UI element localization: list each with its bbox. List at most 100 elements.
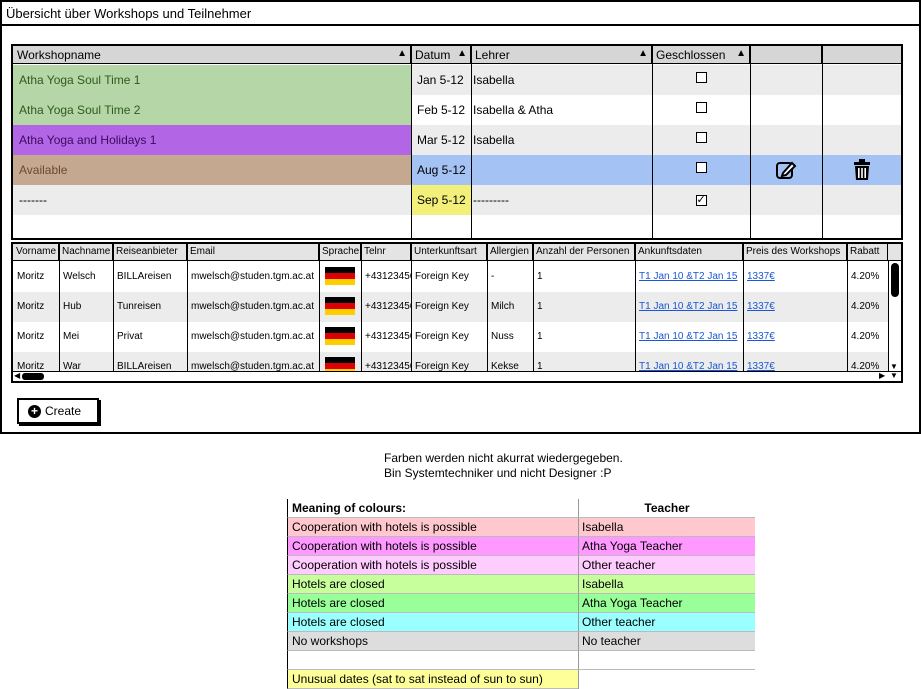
- sort-icon[interactable]: ▲: [397, 48, 407, 59]
- header-datum-label: Datum: [415, 48, 451, 62]
- scroll-left-arrow-icon[interactable]: ◀: [14, 371, 21, 380]
- participant-header-cell[interactable]: Unterkunftsart: [411, 244, 487, 261]
- participant-tel-text: +43123456: [365, 331, 411, 342]
- sort-icon[interactable]: ▲: [457, 48, 467, 59]
- workshop-date-cell[interactable]: Feb 5-12: [417, 103, 466, 117]
- workshop-name-cell[interactable]: -------: [19, 193, 47, 207]
- delete-button[interactable]: [822, 155, 901, 185]
- workshop-date-cell[interactable]: Mar 5-12: [417, 133, 466, 147]
- workshop-row[interactable]: ------- Sep 5-12--------- ✓: [13, 185, 901, 215]
- workshop-row[interactable]: Available Aug 5-12: [13, 155, 901, 185]
- participant-arrival-text[interactable]: T1 Jan 10 &T2 Jan 15: [639, 331, 738, 342]
- participant-price-cell[interactable]: 1337€: [743, 262, 847, 292]
- participant-header-cell[interactable]: Sprache: [319, 244, 361, 261]
- workshop-row[interactable]: Atha Yoga Soul Time 2 Feb 5-12 Isabella & …: [13, 95, 901, 125]
- unchecked-checkbox[interactable]: [695, 72, 707, 83]
- workshop-closed-cell: [652, 95, 750, 125]
- vertical-scroll-thumb[interactable]: [891, 263, 899, 297]
- participant-allergy-cell: Kekse: [487, 352, 533, 381]
- header-workshopname[interactable]: Workshopname ▲: [13, 46, 411, 63]
- participant-price-text[interactable]: 1337€: [747, 361, 775, 372]
- participant-email-cell: mwelsch@studen.tgm.ac.at: [187, 352, 319, 381]
- workshop-name-cell[interactable]: Atha Yoga Soul Time 2: [13, 95, 411, 125]
- header-lehrer[interactable]: Lehrer ▲: [471, 46, 652, 63]
- participant-header-cell[interactable]: Rabatt: [847, 244, 888, 261]
- participant-accom-cell: Foreign Key: [411, 292, 487, 322]
- scroll-down-arrow-icon[interactable]: ▼: [890, 371, 898, 380]
- workshop-teacher-cell[interactable]: [471, 155, 652, 185]
- participant-header-cell[interactable]: Allergien: [487, 244, 533, 261]
- workshop-name-cell[interactable]: Atha Yoga and Holidays 1: [13, 125, 411, 155]
- participant-header-cell[interactable]: Preis des Workshops: [743, 244, 847, 261]
- participant-header-cell[interactable]: Vorname: [13, 244, 59, 261]
- workshop-name-cell[interactable]: Available: [13, 155, 411, 185]
- participant-arrival-text[interactable]: T1 Jan 10 &T2 Jan 15: [639, 361, 738, 372]
- header-geschlossen[interactable]: Geschlossen ▲: [652, 46, 750, 63]
- participant-allergy-text: -: [491, 271, 495, 282]
- header-datum[interactable]: Datum ▲: [411, 46, 471, 63]
- participant-arrival-cell[interactable]: T1 Jan 10 &T2 Jan 15: [635, 292, 743, 322]
- participant-tel-cell: +43123456: [361, 262, 411, 292]
- horizontal-scrollbar[interactable]: ◀ ▶ ▼: [13, 371, 901, 381]
- participant-header-cell[interactable]: Email: [187, 244, 319, 261]
- workshop-teacher-cell[interactable]: Isabella: [473, 133, 515, 147]
- participant-discount-text: 4.20%: [851, 271, 880, 282]
- participant-header-cell[interactable]: Nachname: [59, 244, 113, 261]
- workshop-teacher-cell[interactable]: ---------: [473, 193, 509, 207]
- participant-header-cell[interactable]: Anzahl der Personen: [533, 244, 635, 261]
- participant-price-cell[interactable]: 1337€: [743, 352, 847, 381]
- participant-arrival-cell[interactable]: T1 Jan 10 &T2 Jan 15: [635, 352, 743, 381]
- participant-provider-cell: BILLAreisen: [113, 262, 187, 292]
- participant-price-text[interactable]: 1337€: [747, 331, 775, 342]
- participant-arrival-cell[interactable]: T1 Jan 10 &T2 Jan 15: [635, 262, 743, 292]
- checked-checkbox[interactable]: ✓: [695, 194, 707, 206]
- participant-arrival-text[interactable]: T1 Jan 10 &T2 Jan 15: [639, 271, 738, 282]
- german-flag-icon: [325, 327, 355, 345]
- workshop-date-cell[interactable]: Jan 5-12: [417, 73, 464, 87]
- unchecked-checkbox[interactable]: [695, 132, 707, 143]
- participant-discount-cell: 4.20%: [847, 322, 888, 352]
- legend-meaning-cell: Hotels are closed: [287, 575, 578, 594]
- create-button[interactable]: + Create: [17, 398, 99, 424]
- legend-meaning-cell: [287, 651, 578, 670]
- participant-last-cell: Welsch: [59, 262, 113, 292]
- participant-persons-text: 1: [537, 331, 543, 342]
- unchecked-checkbox[interactable]: [695, 102, 707, 113]
- workshop-date-cell[interactable]: Aug 5-12: [417, 163, 466, 177]
- horizontal-scroll-thumb[interactable]: [22, 373, 44, 380]
- workshop-row[interactable]: Atha Yoga Soul Time 1 Jan 5-12 Isabella: [13, 65, 901, 95]
- participant-arrival-cell[interactable]: T1 Jan 10 &T2 Jan 15: [635, 322, 743, 352]
- scroll-down-arrow-icon[interactable]: ▼: [890, 362, 898, 371]
- participant-header-cell[interactable]: Telnr: [361, 244, 411, 261]
- participant-accom-text: Foreign Key: [415, 271, 469, 282]
- participant-last-cell: Mei: [59, 322, 113, 352]
- participant-price-cell[interactable]: 1337€: [743, 322, 847, 352]
- sort-icon[interactable]: ▲: [736, 48, 746, 59]
- workshop-teacher-cell[interactable]: Isabella: [473, 73, 515, 87]
- workshop-teacher-cell[interactable]: Isabella & Atha: [473, 103, 554, 117]
- participant-header-cell[interactable]: Ankunftsdaten: [635, 244, 743, 261]
- edit-button[interactable]: [750, 155, 822, 185]
- participant-persons-cell: 1: [533, 262, 635, 292]
- unchecked-checkbox[interactable]: [695, 162, 707, 173]
- participant-arrival-text[interactable]: T1 Jan 10 &T2 Jan 15: [639, 301, 738, 312]
- workshop-name-cell[interactable]: Atha Yoga Soul Time 1: [13, 65, 411, 95]
- participant-price-text[interactable]: 1337€: [747, 301, 775, 312]
- participant-last-text: Hub: [63, 301, 82, 312]
- workshop-table: Workshopname ▲ Datum ▲ Lehrer ▲ Geschlos…: [11, 44, 903, 240]
- participant-price-text[interactable]: 1337€: [747, 271, 775, 282]
- german-flag-icon: [325, 297, 355, 315]
- workshop-date-cell[interactable]: Sep 5-12: [411, 185, 471, 215]
- participant-header-cell[interactable]: Reiseanbieter: [113, 244, 187, 261]
- participant-price-cell[interactable]: 1337€: [743, 292, 847, 322]
- workshop-row[interactable]: Atha Yoga and Holidays 1 Mar 5-12 Isabella: [13, 125, 901, 155]
- scroll-right-arrow-icon[interactable]: ▶: [879, 371, 886, 380]
- vertical-scrollbar[interactable]: ▼: [888, 261, 901, 371]
- sort-icon[interactable]: ▲: [638, 48, 648, 59]
